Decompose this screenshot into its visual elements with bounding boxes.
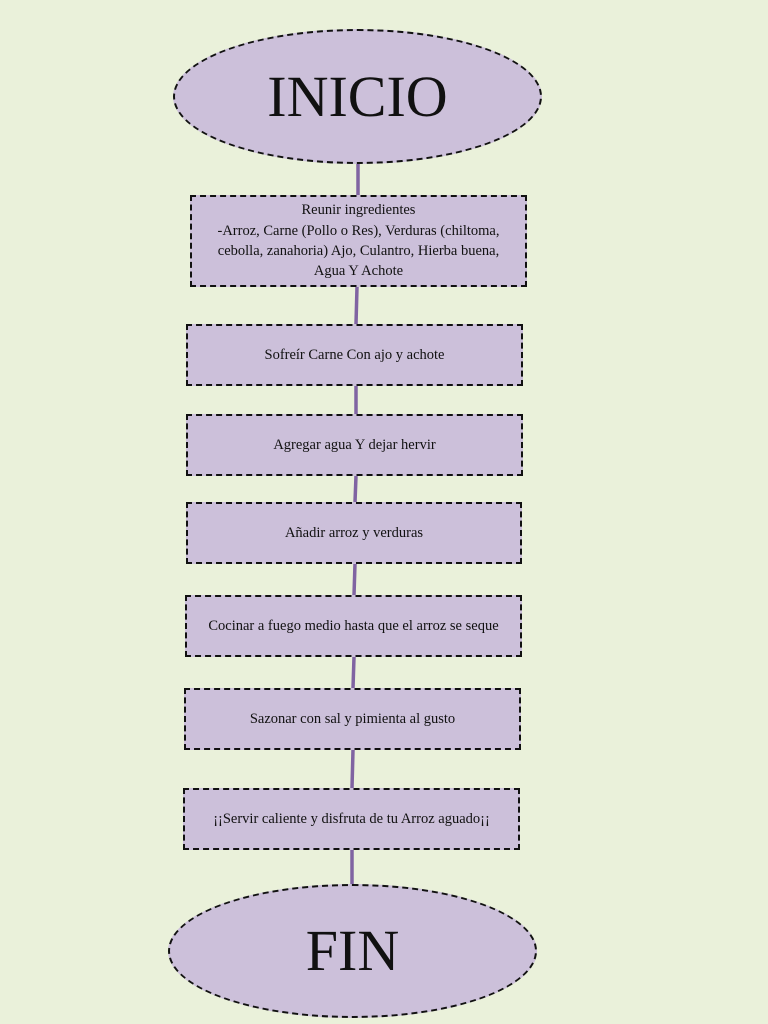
- start-node: INICIO: [173, 29, 542, 164]
- end-node: FIN: [168, 884, 537, 1018]
- step-4-add-rice: Añadir arroz y verduras: [186, 502, 522, 564]
- connector-step-5-to-step-6: [351, 656, 356, 689]
- end-label: FIN: [305, 918, 400, 983]
- step-1-line-2: -Arroz, Carne (Pollo o Res), Verduras (c…: [217, 222, 500, 239]
- connector-step-1-to-step-2: [354, 286, 359, 325]
- step-5-cook: Cocinar a fuego medio hasta que el arroz…: [185, 595, 522, 657]
- step-1-gather-ingredients: Reunir ingredientes -Arroz, Carne (Pollo…: [190, 195, 527, 287]
- step-4-text: Añadir arroz y verduras: [284, 524, 424, 541]
- step-1-text: Reunir ingredientes -Arroz, Carne (Pollo…: [205, 200, 511, 281]
- step-2-text: Sofreír Carne Con ajo y achote: [264, 346, 445, 363]
- step-1-line-3: cebolla, zanahoria) Ajo, Culantro, Hierb…: [217, 243, 500, 259]
- connector-step-4-to-step-5: [352, 563, 357, 596]
- step-7-text: ¡¡Servir caliente y disfruta de tu Arroz…: [213, 810, 490, 827]
- connector-step-6-to-step-7: [350, 749, 355, 789]
- step-3-add-water: Agregar agua Y dejar hervir: [186, 414, 523, 476]
- step-7-serve: ¡¡Servir caliente y disfruta de tu Arroz…: [183, 788, 520, 850]
- step-1-line-1: Reunir ingredientes: [301, 202, 416, 219]
- step-6-season: Sazonar con sal y pimienta al gusto: [184, 688, 521, 750]
- step-2-fry-meat: Sofreír Carne Con ajo y achote: [186, 324, 523, 386]
- step-5-text: Cocinar a fuego medio hasta que el arroz…: [208, 617, 499, 634]
- step-6-text: Sazonar con sal y pimienta al gusto: [249, 710, 456, 727]
- step-1-line-4: Agua Y Achote: [313, 263, 404, 280]
- start-label: INICIO: [267, 63, 448, 129]
- step-3-text: Agregar agua Y dejar hervir: [273, 436, 436, 453]
- connector-step-3-to-step-4: [353, 475, 358, 503]
